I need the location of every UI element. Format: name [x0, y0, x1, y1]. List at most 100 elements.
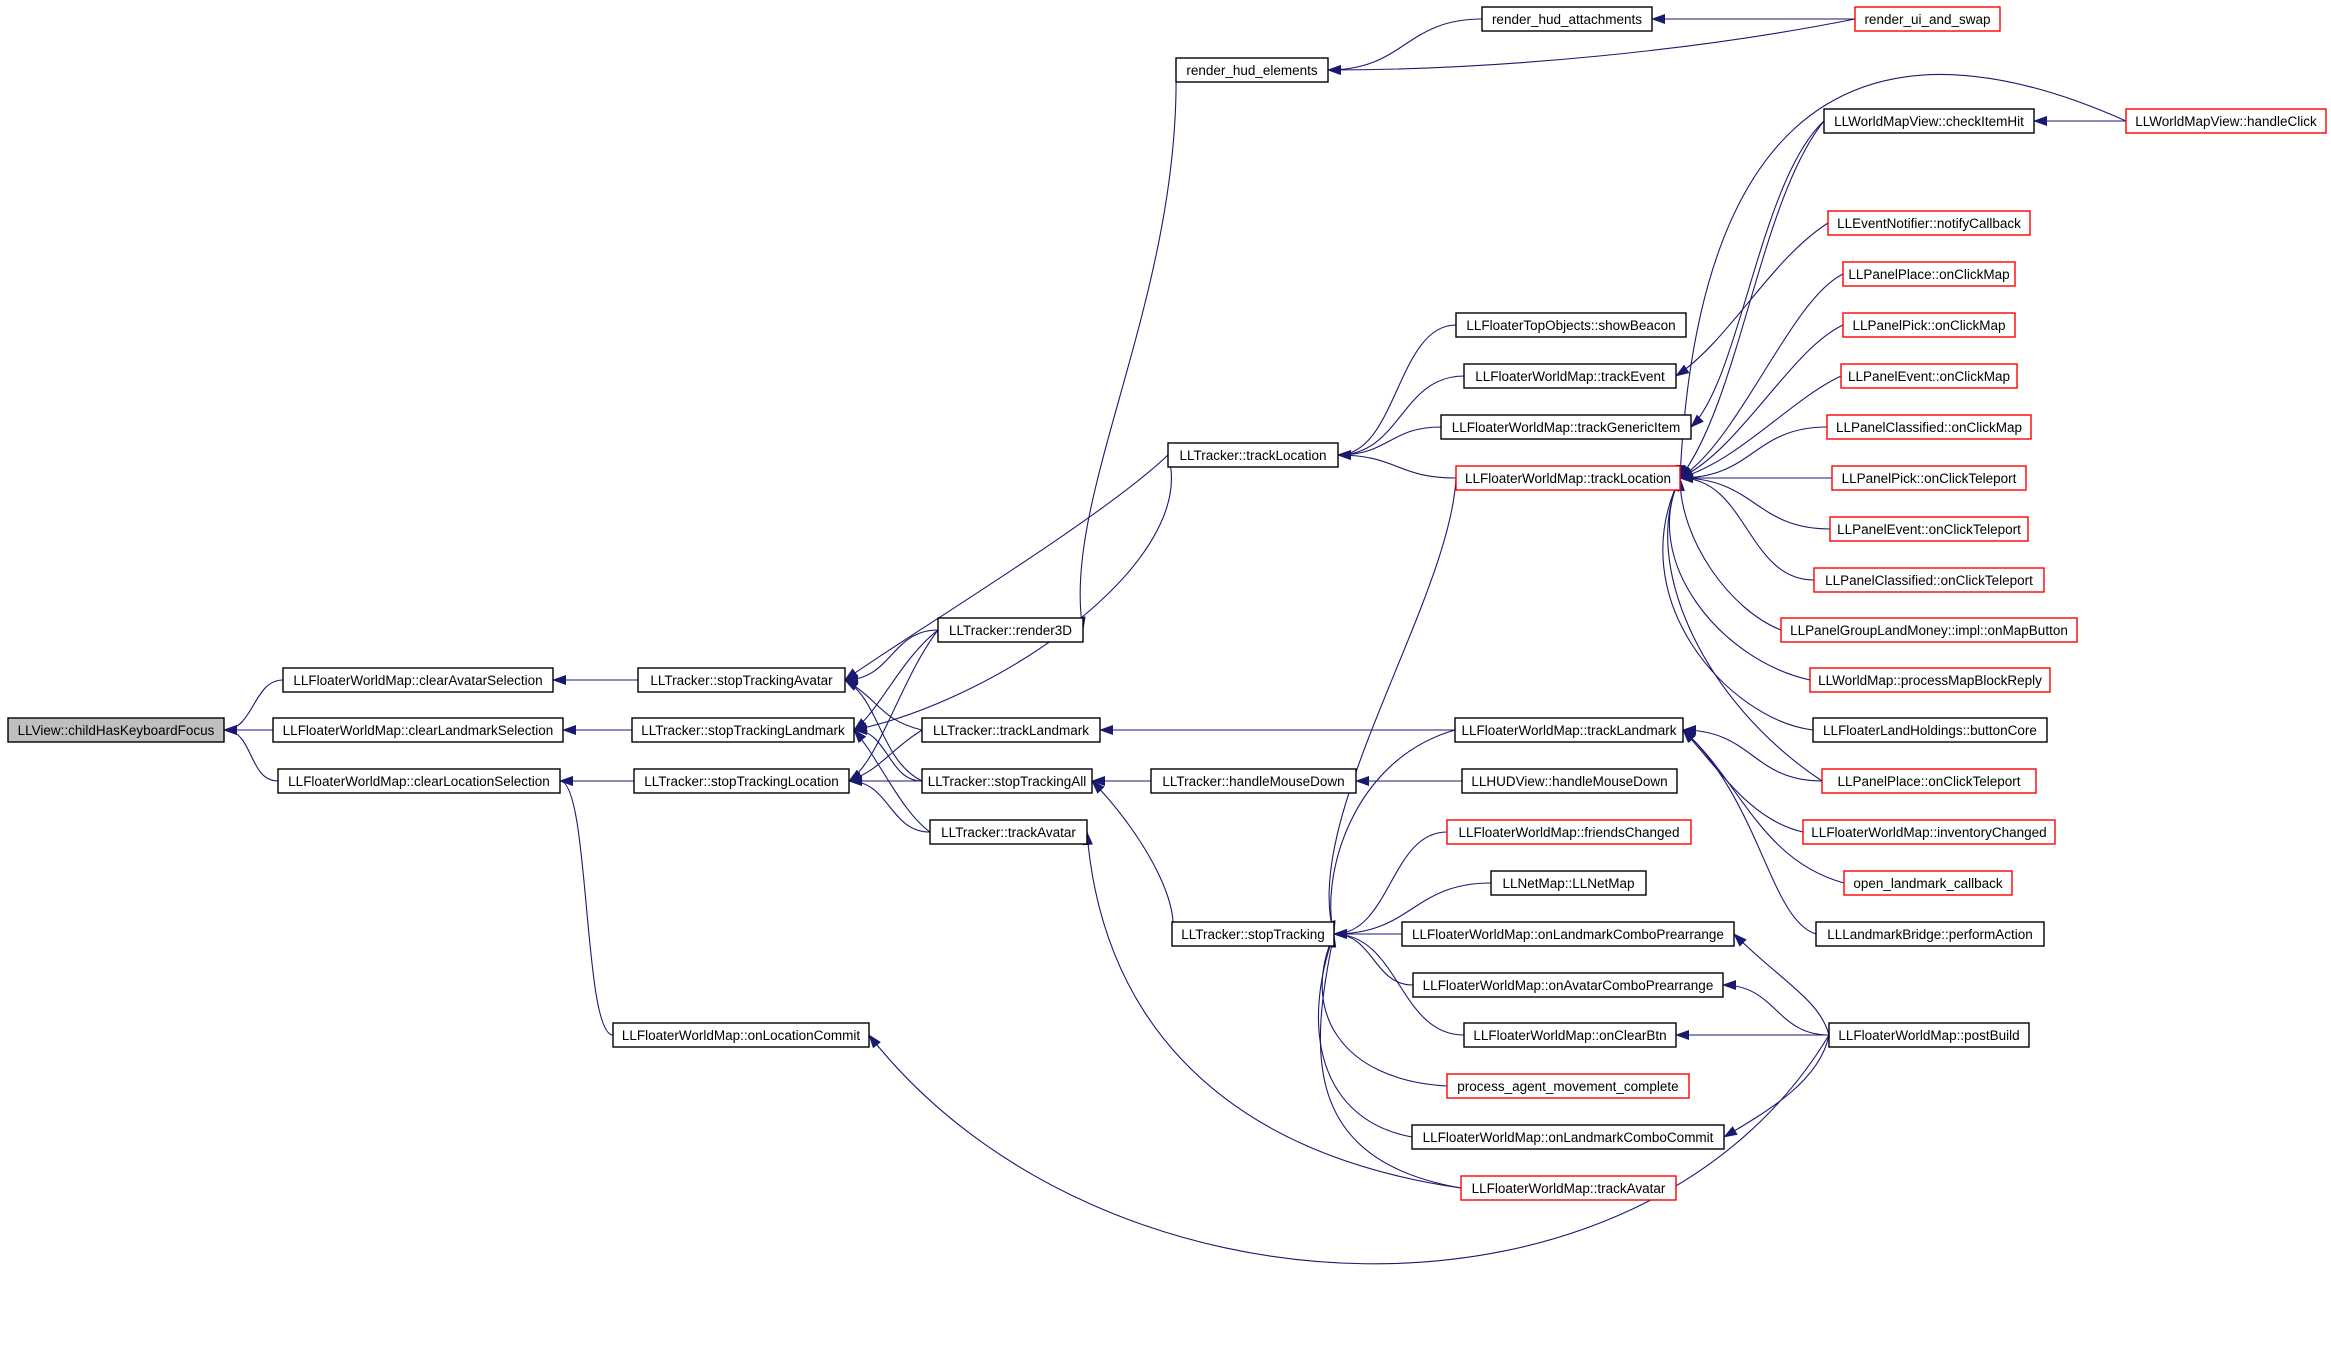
node-process-map-block-reply[interactable]: LLWorldMap::processMapBlockReply [1809, 667, 2051, 693]
node-post-build[interactable]: LLFloaterWorldMap::postBuild [1828, 1022, 2030, 1048]
edge-panel-event-on-click-map-to-fwm-track-location [1679, 375, 1842, 480]
edge-render-ui-and-swap-to-render-hud-elements [1327, 18, 1856, 75]
node-label: LLWorldMap::processMapBlockReply [1818, 673, 2042, 688]
edge-render3-d-to-stop-tracking-landmark [853, 629, 939, 731]
node-label: LLView::childHasKeyboardFocus [18, 723, 215, 738]
edge-clear-location-selection-to-child-has-keyboard-focus [223, 725, 279, 782]
node-box [1412, 972, 1724, 998]
node-panel-event-on-click-map[interactable]: LLPanelEvent::onClickMap [1840, 363, 2018, 389]
edge-handle-click-to-fwm-track-location [1675, 74, 2127, 479]
node-panel-event-on-click-teleport[interactable]: LLPanelEvent::onClickTeleport [1829, 516, 2029, 542]
node-hud-handle-mouse-down[interactable]: LLHUDView::handleMouseDown [1461, 768, 1678, 794]
node-label: render_hud_attachments [1492, 12, 1642, 27]
node-perform-action[interactable]: LLLandmarkBridge::performAction [1815, 921, 2045, 947]
node-process-agent-movement[interactable]: process_agent_movement_complete [1446, 1073, 1690, 1099]
node-open-landmark-callback[interactable]: open_landmark_callback [1843, 870, 2013, 896]
node-box [1780, 617, 2078, 643]
node-handle-click[interactable]: LLWorldMapView::handleClick [2125, 108, 2327, 134]
edge-open-landmark-callback-to-fwm-track-landmark [1682, 729, 1845, 884]
node-panel-classified-on-click-map[interactable]: LLPanelClassified::onClickMap [1826, 414, 2032, 440]
edge-post-build-to-on-landmark-combo-prearrange [1733, 933, 1830, 1036]
node-label: LLFloaterWorldMap::onLandmarkComboCommit [1423, 1130, 1714, 1145]
node-tracker-track-avatar[interactable]: LLTracker::trackAvatar [929, 819, 1088, 845]
edge-process-map-block-reply-to-fwm-track-location [1668, 477, 1811, 681]
node-label: LLEventNotifier::notifyCallback [1837, 216, 2021, 231]
node-box [1802, 819, 2056, 845]
node-notify-callback[interactable]: LLEventNotifier::notifyCallback [1827, 210, 2031, 236]
node-on-landmark-combo-prearrange[interactable]: LLFloaterWorldMap::onLandmarkComboPrearr… [1401, 921, 1735, 947]
node-fwm-track-event[interactable]: LLFloaterWorldMap::trackEvent [1463, 363, 1677, 389]
node-label: LLLandmarkBridge::performAction [1827, 927, 2033, 942]
node-stop-tracking-all[interactable]: LLTracker::stopTrackingAll [921, 768, 1093, 794]
edge-ll-net-map-to-stop-tracking [1333, 882, 1492, 939]
node-label: LLPanelPlace::onClickMap [1848, 267, 2009, 282]
node-show-beacon[interactable]: LLFloaterTopObjects::showBeacon [1455, 312, 1687, 338]
node-stop-tracking-landmark[interactable]: LLTracker::stopTrackingLandmark [631, 717, 855, 743]
node-panel-classified-on-click-teleport[interactable]: LLPanelClassified::onClickTeleport [1813, 567, 2045, 593]
node-box [921, 768, 1093, 794]
node-clear-avatar-selection[interactable]: LLFloaterWorldMap::clearAvatarSelection [282, 667, 554, 693]
node-child-has-keyboard-focus[interactable]: LLView::childHasKeyboardFocus [7, 717, 225, 743]
node-button-core[interactable]: LLFloaterLandHoldings::buttonCore [1812, 717, 2048, 743]
edge-panel-place-on-click-teleport-to-fwm-track-landmark [1682, 725, 1823, 782]
node-inventory-changed[interactable]: LLFloaterWorldMap::inventoryChanged [1802, 819, 2056, 845]
node-box [1815, 921, 2045, 947]
node-label: LLFloaterLandHoldings::buttonCore [1823, 723, 2037, 738]
node-check-item-hit[interactable]: LLWorldMapView::checkItemHit [1823, 108, 2035, 134]
node-render3-d[interactable]: LLTracker::render3D [937, 617, 1084, 643]
edge-panel-event-on-click-teleport-to-fwm-track-location [1679, 473, 1831, 530]
node-label: LLFloaterWorldMap::clearAvatarSelection [293, 673, 542, 688]
node-friends-changed[interactable]: LLFloaterWorldMap::friendsChanged [1446, 819, 1692, 845]
node-tracker-track-location[interactable]: LLTracker::trackLocation [1167, 442, 1339, 468]
node-clear-location-selection[interactable]: LLFloaterWorldMap::clearLocationSelectio… [277, 768, 561, 794]
node-fwm-track-landmark[interactable]: LLFloaterWorldMap::trackLandmark [1454, 717, 1684, 743]
node-label: LLFloaterWorldMap::inventoryChanged [1811, 825, 2046, 840]
node-box [1823, 108, 2035, 134]
node-panel-pick-on-click-map[interactable]: LLPanelPick::onClickMap [1842, 312, 2016, 338]
node-label: LLFloaterWorldMap::clearLocationSelectio… [288, 774, 550, 789]
node-on-landmark-combo-commit[interactable]: LLFloaterWorldMap::onLandmarkComboCommit [1411, 1124, 1725, 1150]
node-box [1460, 1175, 1677, 1201]
node-label: LLPanelPick::onClickTeleport [1842, 471, 2017, 486]
node-stop-tracking-location[interactable]: LLTracker::stopTrackingLocation [633, 768, 850, 794]
edge-process-agent-movement-to-stop-tracking [1321, 933, 1448, 1087]
edge-panel-place-on-click-teleport-to-fwm-track-location [1667, 477, 1823, 782]
node-label: LLPanelClassified::onClickMap [1836, 420, 2022, 435]
node-handle-mouse-down-tracker[interactable]: LLTracker::handleMouseDown [1150, 768, 1357, 794]
node-label: LLTracker::stopTrackingLandmark [641, 723, 845, 738]
node-fwm-track-avatar[interactable]: LLFloaterWorldMap::trackAvatar [1460, 1175, 1677, 1201]
edge-perform-action-to-fwm-track-landmark [1682, 729, 1817, 935]
node-label: LLFloaterWorldMap::onLocationCommit [622, 1028, 861, 1043]
node-render-hud-attachments[interactable]: render_hud_attachments [1481, 6, 1653, 32]
node-on-clear-btn[interactable]: LLFloaterWorldMap::onClearBtn [1463, 1022, 1677, 1048]
node-box [7, 717, 225, 743]
node-panel-place-on-click-map[interactable]: LLPanelPlace::onClickMap [1842, 261, 2016, 287]
node-tracker-track-landmark[interactable]: LLTracker::trackLandmark [921, 717, 1101, 743]
node-on-map-button[interactable]: LLPanelGroupLandMoney::impl::onMapButton [1780, 617, 2078, 643]
node-label: LLPanelClassified::onClickTeleport [1825, 573, 2033, 588]
node-panel-place-on-click-teleport[interactable]: LLPanelPlace::onClickTeleport [1821, 768, 2037, 794]
node-panel-pick-on-click-teleport[interactable]: LLPanelPick::onClickTeleport [1831, 465, 2027, 491]
node-box [1461, 768, 1678, 794]
node-box [937, 617, 1084, 643]
node-label: LLWorldMapView::handleClick [2135, 114, 2317, 129]
node-on-avatar-combo-prearrange[interactable]: LLFloaterWorldMap::onAvatarComboPrearran… [1412, 972, 1724, 998]
node-box [1490, 870, 1647, 896]
node-box [2125, 108, 2327, 134]
node-render-ui-and-swap[interactable]: render_ui_and_swap [1854, 6, 2001, 32]
node-label: LLFloaterWorldMap::trackLandmark [1461, 723, 1676, 738]
node-label: render_ui_and_swap [1864, 12, 1990, 27]
edge-inventory-changed-to-fwm-track-landmark [1682, 729, 1804, 833]
node-ll-net-map[interactable]: LLNetMap::LLNetMap [1490, 870, 1647, 896]
node-box [1809, 667, 2051, 693]
node-render-hud-elements[interactable]: render_hud_elements [1175, 57, 1329, 83]
node-clear-landmark-selection[interactable]: LLFloaterWorldMap::clearLandmarkSelectio… [272, 717, 564, 743]
node-label: LLTracker::trackLandmark [933, 723, 1089, 738]
node-on-location-commit[interactable]: LLFloaterWorldMap::onLocationCommit [612, 1022, 870, 1048]
edge-panel-pick-on-click-map-to-fwm-track-location [1679, 324, 1844, 479]
node-fwm-track-location[interactable]: LLFloaterWorldMap::trackLocation [1455, 465, 1681, 491]
edge-panel-classified-on-click-map-to-fwm-track-location [1679, 426, 1828, 483]
node-fwm-track-generic-item[interactable]: LLFloaterWorldMap::trackGenericItem [1440, 414, 1692, 440]
node-stop-tracking[interactable]: LLTracker::stopTracking [1171, 921, 1335, 947]
node-stop-tracking-avatar[interactable]: LLTracker::stopTrackingAvatar [637, 667, 846, 693]
